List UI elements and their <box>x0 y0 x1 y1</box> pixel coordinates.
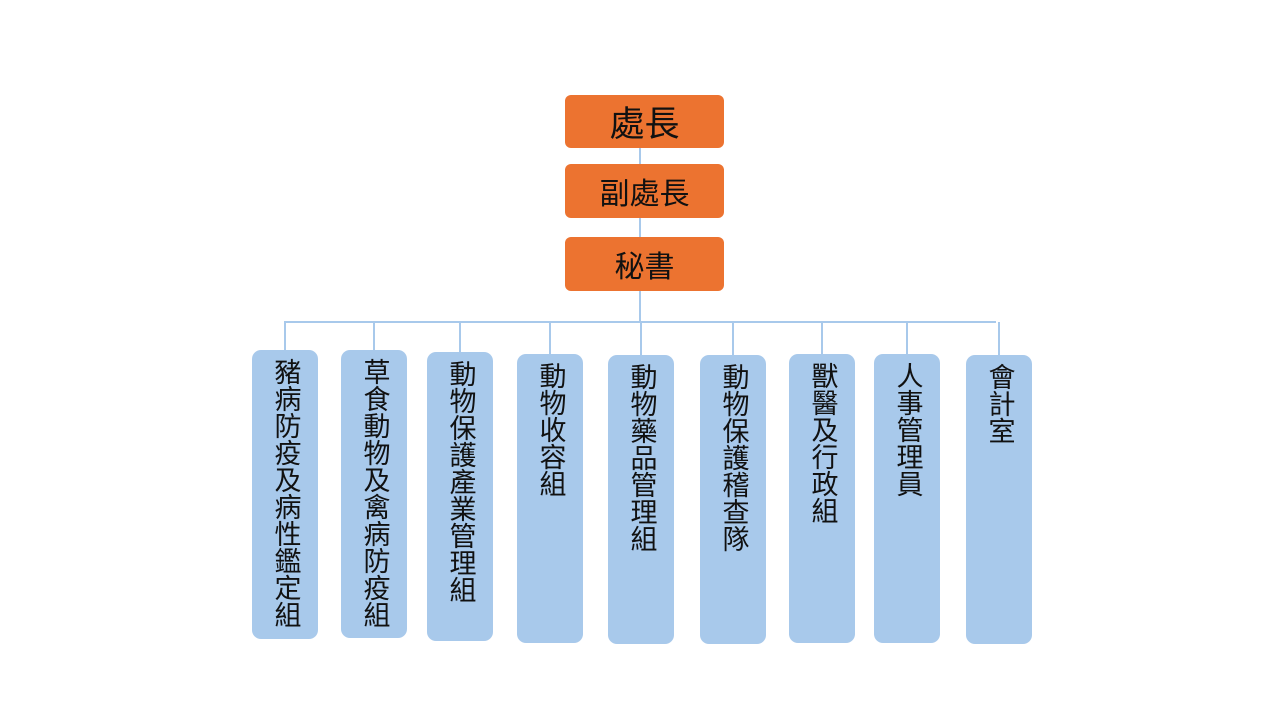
unit-box-swine-disease: 豬病防疫及病性鑑定組 <box>252 350 318 639</box>
unit-box-veterinary-drugs: 動物藥品管理組 <box>608 355 674 644</box>
unit-box-veterinary-admin: 獸醫及行政組 <box>789 354 855 643</box>
unit-box-animal-protection-industry: 動物保護產業管理組 <box>427 352 493 641</box>
unit-box-animal-shelter: 動物收容組 <box>517 354 583 643</box>
unit-box-inspection-team: 動物保護稽查隊 <box>700 355 766 644</box>
unit-label: 會計室 <box>983 363 1015 444</box>
director-box: 處長 <box>565 95 724 148</box>
deputy-director-label: 副處長 <box>599 177 690 212</box>
unit-label: 獸醫及行政組 <box>806 362 838 524</box>
unit-box-personnel: 人事管理員 <box>874 354 940 643</box>
unit-label: 動物藥品管理組 <box>625 363 657 552</box>
unit-label: 動物保護產業管理組 <box>444 360 476 603</box>
unit-label: 人事管理員 <box>891 362 923 497</box>
unit-label: 草食動物及禽病防疫組 <box>358 358 390 628</box>
secretary-label: 秘書 <box>614 250 675 285</box>
unit-box-accounting: 會計室 <box>966 355 1032 644</box>
deputy-director-box: 副處長 <box>565 164 724 218</box>
unit-label: 動物收容組 <box>534 362 566 497</box>
unit-box-herbivore-poultry: 草食動物及禽病防疫組 <box>341 350 407 638</box>
unit-label: 動物保護稽查隊 <box>717 363 749 552</box>
unit-label: 豬病防疫及病性鑑定組 <box>269 358 301 628</box>
director-label: 處長 <box>609 105 680 145</box>
secretary-box: 秘書 <box>565 237 724 291</box>
unit-connector-drops <box>284 322 1000 355</box>
